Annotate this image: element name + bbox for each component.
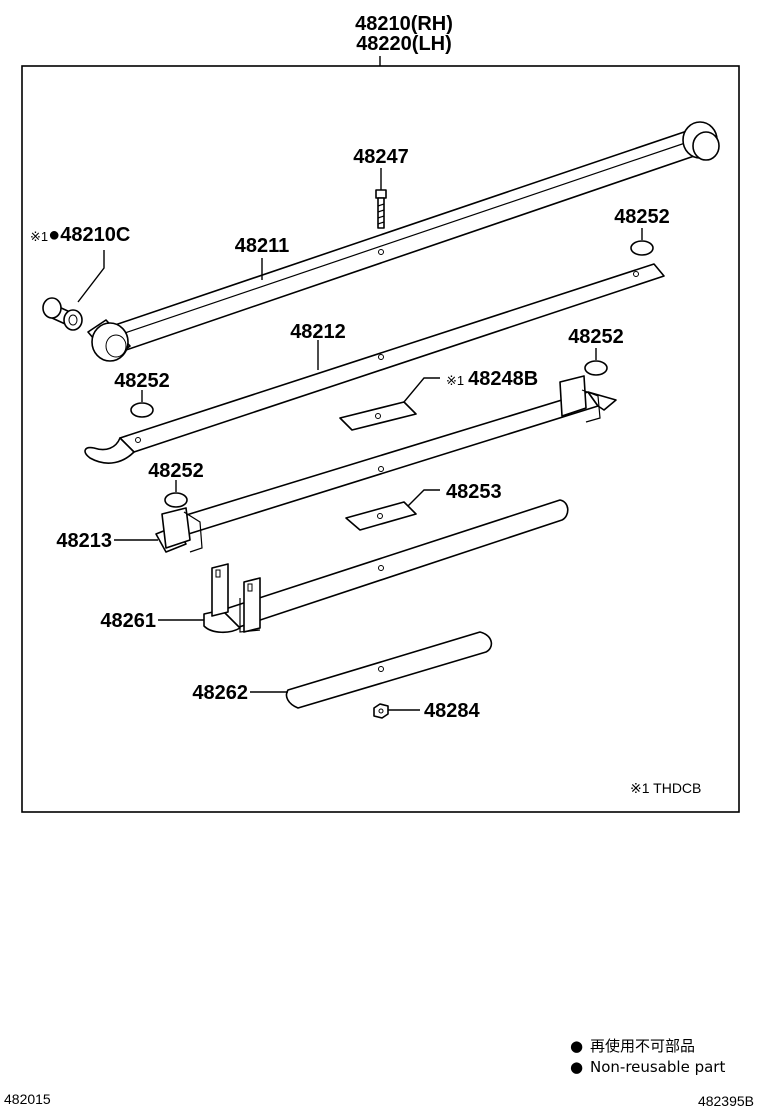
assembly-number-lh: 48220(LH) xyxy=(356,33,452,55)
silencer-48252-mid-right xyxy=(584,360,608,376)
legend-text-en: Non-reusable part xyxy=(590,1058,725,1076)
label-48284: 48284 xyxy=(424,700,480,722)
illustration-code-right: 482395B xyxy=(698,1093,754,1109)
label-48252-c: 48252 xyxy=(114,370,170,392)
leader-48253 xyxy=(407,489,440,507)
label-48252-d: 48252 xyxy=(148,460,204,482)
label-48247: 48247 xyxy=(353,146,409,168)
label-48210c: ※1●48210C xyxy=(30,224,130,246)
label-48253: 48253 xyxy=(446,481,502,503)
silencer-48252-lower-left xyxy=(164,492,188,508)
label-48262: 48262 xyxy=(192,682,248,704)
label-48261: 48261 xyxy=(100,610,156,632)
bushing-48210c xyxy=(42,297,83,331)
center-bolt-48247 xyxy=(375,189,387,229)
legend-dot-en: ● xyxy=(570,1058,583,1076)
leaf-48213 xyxy=(155,375,617,553)
spacer-48248b xyxy=(339,401,417,431)
leader-48248b xyxy=(403,377,440,403)
nut-48284 xyxy=(373,703,389,719)
legend-dot-jp: ● xyxy=(570,1037,583,1055)
leader-48210c xyxy=(77,250,105,303)
label-48212: 48212 xyxy=(290,321,346,343)
label-48252-a: 48252 xyxy=(614,206,670,228)
illustration-code-left: 482015 xyxy=(4,1091,51,1107)
main-leaf-48211 xyxy=(87,121,720,362)
leaf-48212 xyxy=(84,263,665,464)
label-48252-b: 48252 xyxy=(568,326,624,348)
leaf-48261 xyxy=(203,499,569,634)
footnote: ※1 THDCB xyxy=(630,780,701,796)
legend-text-jp: 再使用不可部品 xyxy=(590,1037,695,1055)
leaf-48262 xyxy=(285,631,493,709)
label-48213: 48213 xyxy=(56,530,112,552)
silencer-48252-mid-left xyxy=(130,402,154,418)
label-48211: 48211 xyxy=(235,235,290,257)
insert-48253 xyxy=(345,501,417,531)
silencer-48252-top-right xyxy=(630,240,654,256)
assembly-number-rh: 48210(RH) xyxy=(355,13,453,35)
diagram-frame xyxy=(21,65,740,813)
legend: ● 再使用不可部品 ● Non-reusable part xyxy=(570,1037,725,1076)
